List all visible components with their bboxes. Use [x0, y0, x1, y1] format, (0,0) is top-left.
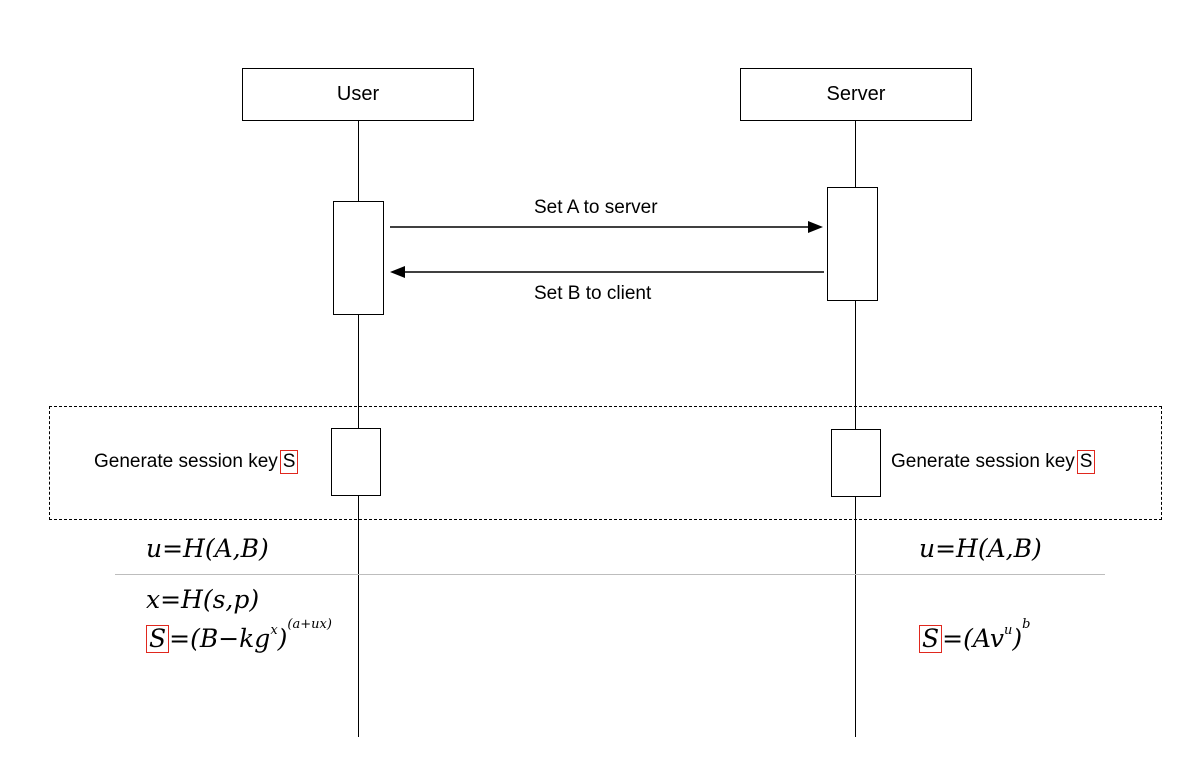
session-key-frame	[49, 406, 1162, 520]
server-S-symbol: S	[919, 625, 943, 654]
actor-server-label: Server	[826, 83, 886, 105]
user-session-key-badge: S	[279, 450, 299, 474]
server-S-rhs: =(Av	[942, 624, 1005, 653]
server-generate-text: Generate session key	[891, 450, 1075, 472]
user-S-rhs: =(B−kg	[169, 624, 271, 653]
user-S-outer-exponent: (a+ux)	[287, 616, 332, 632]
actor-server: Server	[740, 68, 972, 121]
user-S-equation: S=(B−kgx)(a+ux)	[146, 617, 332, 654]
server-activation-exchange	[827, 187, 878, 301]
user-S-inner-exponent: x	[270, 622, 278, 638]
user-generate-text: Generate session key	[94, 450, 278, 472]
user-S-symbol: S	[146, 625, 170, 654]
user-S-close-paren: )	[277, 624, 288, 653]
server-u-equation: u=H(A,B)	[919, 534, 1042, 563]
user-u-equation: u=H(A,B)	[146, 534, 269, 563]
arrowhead-to-client	[390, 266, 405, 278]
actor-user-label: User	[336, 83, 380, 105]
server-activation-session	[831, 429, 881, 497]
server-S-outer-exponent: b	[1022, 616, 1031, 632]
server-S-equation: S=(Avu)b	[919, 617, 1030, 654]
message-to-server-label: Set A to server	[534, 197, 658, 218]
server-S-close-paren: )	[1012, 624, 1023, 653]
user-x-equation: x=H(s,p)	[146, 585, 260, 614]
equation-separator	[115, 574, 1105, 575]
arrowhead-to-server	[808, 221, 823, 233]
server-session-key-badge: S	[1076, 450, 1096, 474]
user-activation-exchange	[333, 201, 384, 315]
user-activation-session	[331, 428, 381, 496]
server-generate-label: Generate session key S	[891, 450, 1096, 474]
message-to-client-label: Set B to client	[534, 283, 652, 304]
server-S-inner-exponent: u	[1004, 622, 1013, 638]
user-generate-label: Generate session key S	[94, 450, 299, 474]
actor-user: User	[242, 68, 474, 121]
